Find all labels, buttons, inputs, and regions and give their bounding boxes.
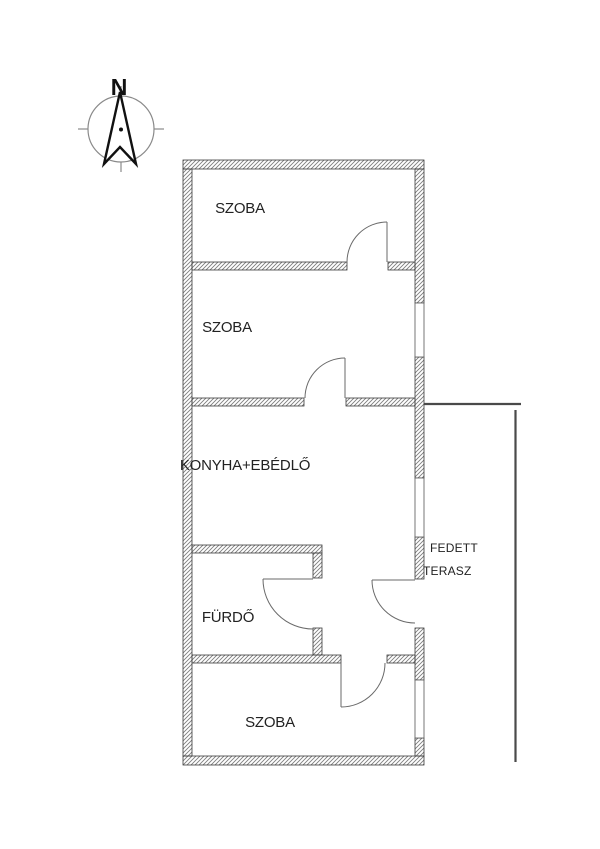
wall-int2-left <box>191 397 305 407</box>
door-swing-arc <box>340 662 386 708</box>
wall-right-seg4 <box>414 627 425 681</box>
wall-top <box>182 159 425 170</box>
door-szoba-3 <box>340 662 386 708</box>
door-swing-arc <box>262 578 314 630</box>
wall-int1-right <box>387 261 416 271</box>
door-szoba-2 <box>304 357 346 399</box>
wall-int3-right <box>386 654 416 664</box>
wall-bottom <box>182 755 425 766</box>
wall-right-seg2 <box>414 356 425 479</box>
windows <box>414 302 425 739</box>
room-label-szoba-2: SZOBA <box>202 319 252 336</box>
wall-right-seg5 <box>414 737 425 757</box>
door-swing-arc <box>371 579 416 624</box>
wall-bath-right-lower <box>312 627 323 656</box>
wall-left <box>182 168 193 757</box>
door-swing-arc <box>346 221 388 263</box>
wall-bath-right-upper <box>312 552 323 579</box>
terrace-label-line1: FEDETT <box>430 541 478 555</box>
compass-center-dot <box>119 127 123 132</box>
room-label-szoba-1: SZOBA <box>215 200 265 217</box>
window-szoba-3 <box>414 679 425 739</box>
door-furdo <box>262 578 314 630</box>
room-label-szoba-3: SZOBA <box>245 714 295 731</box>
wall-int1-left <box>191 261 348 271</box>
door-entrance <box>371 579 416 624</box>
wall-int2-right <box>345 397 416 407</box>
compass-rose: N <box>78 74 164 172</box>
wall-int3-left <box>191 654 342 664</box>
terrace-boundary <box>424 402 521 762</box>
compass-north-label: N <box>111 74 128 100</box>
wall-right-seg1 <box>414 168 425 304</box>
room-label-konyha-ebedlo: KONYHA+EBÉDLŐ <box>180 457 310 474</box>
door-swing-arc <box>304 357 346 399</box>
wall-bath-top <box>191 544 323 554</box>
doors <box>262 221 416 708</box>
terrace-label-line2: TERASZ <box>423 564 472 578</box>
door-szoba-1 <box>346 221 388 263</box>
room-labels: SZOBA SZOBA KONYHA+EBÉDLŐ FÜRDŐ SZOBA FE… <box>180 200 478 731</box>
window-szoba-2 <box>414 302 425 358</box>
room-label-furdo: FÜRDŐ <box>202 608 254 626</box>
window-konyha <box>414 477 425 538</box>
walls <box>182 159 425 766</box>
